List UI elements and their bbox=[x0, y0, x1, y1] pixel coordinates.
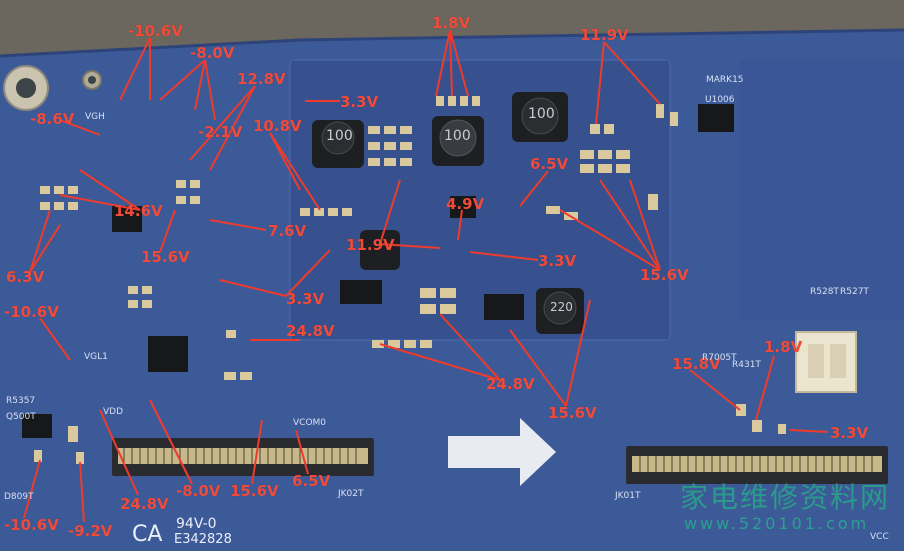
silk-mark15: MARK15 bbox=[706, 75, 744, 85]
label-neg-8v-bottom: -8.0V bbox=[176, 482, 221, 500]
label-12-8v: 12.8V bbox=[237, 70, 286, 88]
serial-mark: E342828 bbox=[174, 532, 232, 547]
right-region bbox=[740, 60, 904, 320]
watermark-url: www.520101.com bbox=[684, 514, 870, 533]
flex-connector-right bbox=[626, 446, 888, 484]
label-15-6v-right: 15.6V bbox=[640, 266, 689, 284]
label-4-9v: 4.9V bbox=[446, 195, 485, 213]
label-neg-10-6v-top: -10.6V bbox=[128, 22, 183, 40]
inductor-100-b: 100 bbox=[444, 128, 471, 144]
silk-r431t: R431T bbox=[732, 360, 761, 370]
label-neg-8v-top: -8.0V bbox=[190, 44, 235, 62]
silk-vcc: VCC bbox=[870, 532, 889, 542]
ic-pwm bbox=[148, 336, 188, 372]
silk-vgl1: VGL1 bbox=[84, 352, 108, 362]
label-3-3v-top: 3.3V bbox=[340, 93, 379, 111]
label-11-9v-mid: 11.9V bbox=[346, 236, 395, 254]
label-24-8v-bottom: 24.8V bbox=[120, 495, 169, 513]
label-24-8v-right: 24.8V bbox=[486, 375, 535, 393]
label-3-3v-left: 3.3V bbox=[286, 290, 325, 308]
label-15-6v-bottom-mid: 15.6V bbox=[548, 404, 597, 422]
ul-mark: 94V-0 bbox=[176, 516, 217, 532]
inductor-220 bbox=[536, 288, 584, 334]
watermark-chinese: 家电维修资料网 bbox=[680, 481, 891, 514]
annotation-arrows bbox=[23, 29, 829, 523]
label-1-8v-right: 1.8V bbox=[764, 338, 803, 356]
label-6-5v-mid: 6.5V bbox=[530, 155, 569, 173]
inductor-100-c: 100 bbox=[528, 106, 555, 122]
label-24-8v-mid: 24.8V bbox=[286, 322, 335, 340]
smd-pads bbox=[34, 96, 786, 464]
label-neg-10-6v-bottom: -10.6V bbox=[4, 516, 59, 534]
label-3-3v-mid: 3.3V bbox=[538, 252, 577, 270]
label-6-3v: 6.3V bbox=[6, 268, 45, 286]
label-10-8v: 10.8V bbox=[253, 117, 302, 135]
silk-vcom0: VCOM0 bbox=[293, 418, 327, 428]
silk-r5281: R528T bbox=[810, 287, 839, 297]
ic-sot bbox=[340, 280, 382, 304]
ic-regulator bbox=[484, 294, 524, 320]
label-7-6v: 7.6V bbox=[268, 222, 307, 240]
ic-q500t bbox=[22, 414, 52, 438]
label-neg-8-6v: -8.6V bbox=[30, 110, 75, 128]
inductor-a bbox=[312, 120, 364, 168]
silk-vgh: VGH bbox=[85, 112, 105, 122]
inductor-d bbox=[360, 230, 400, 270]
label-3-3v-right: 3.3V bbox=[830, 424, 869, 442]
direction-arrow bbox=[448, 418, 556, 486]
ic-u1006 bbox=[698, 104, 734, 132]
label-neg-9-2v: -9.2V bbox=[68, 522, 113, 540]
inductor-b bbox=[432, 116, 484, 166]
label-15-6v-bottom: 15.6V bbox=[230, 482, 279, 500]
silk-d8091: D809T bbox=[4, 492, 34, 502]
connector-white bbox=[795, 331, 857, 393]
label-6-5v-bottom: 6.5V bbox=[292, 472, 331, 490]
inductor-c bbox=[512, 92, 568, 142]
label-14-6v: 14.6V bbox=[114, 202, 163, 220]
silk-jk02t: JK02T bbox=[338, 489, 364, 499]
ic-buck bbox=[450, 196, 476, 218]
silk-q5001: Q500T bbox=[6, 412, 36, 422]
label-neg-10-6v-left: -10.6V bbox=[4, 303, 59, 321]
silk-vdd: VDD bbox=[103, 407, 124, 417]
silk-u1006: U1006 bbox=[705, 95, 735, 105]
label-neg-2-1v: -2.1V bbox=[198, 123, 243, 141]
silk-r527t: R527T bbox=[840, 287, 869, 297]
silk-r5357: R5357 bbox=[6, 396, 36, 406]
silk-jk01t: JK01T bbox=[615, 491, 641, 501]
inductor-220: 220 bbox=[550, 300, 573, 314]
label-15-8v: 15.8V bbox=[672, 355, 721, 373]
label-11-9v-top: 11.9V bbox=[580, 26, 629, 44]
flex-connector-left bbox=[112, 438, 374, 476]
label-1-8v-top: 1.8V bbox=[432, 14, 471, 32]
label-15-6v-left: 15.6V bbox=[141, 248, 190, 266]
silk-r7005t: R7005T bbox=[702, 353, 737, 363]
inductor-100-a: 100 bbox=[326, 128, 353, 144]
mounting-hole bbox=[3, 65, 102, 111]
ca-mark: CA bbox=[132, 522, 163, 547]
